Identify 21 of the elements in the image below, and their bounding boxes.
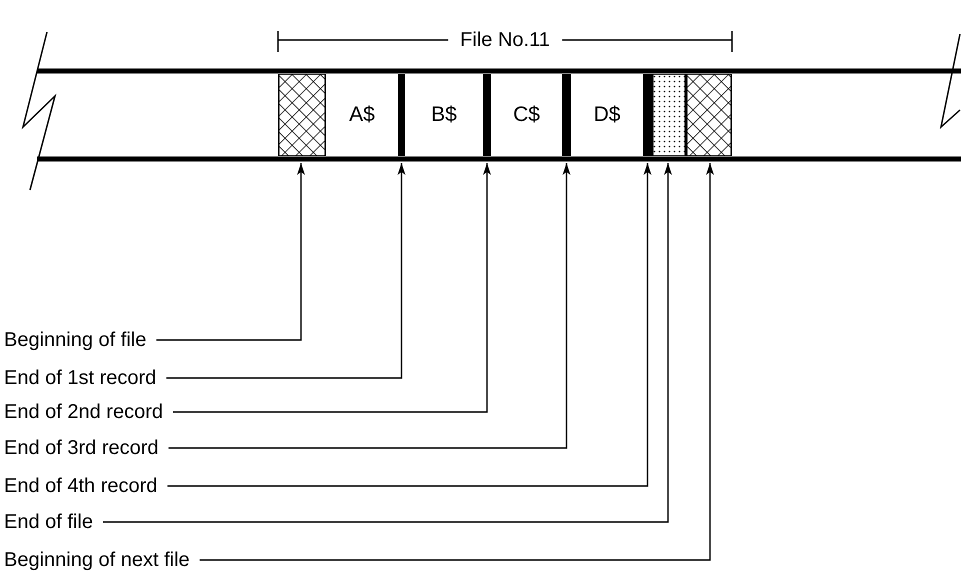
marker-label: Beginning of next file [4, 547, 190, 573]
crosshatched-block [686, 74, 732, 156]
leader-arrow [167, 163, 652, 487]
marker-label: End of 1st record [4, 365, 156, 391]
record-gap-bar [398, 74, 405, 156]
leader-arrow [168, 163, 570, 449]
record-gap-bar [562, 74, 571, 156]
dotted-block [652, 74, 686, 156]
leader-arrow [173, 163, 491, 413]
record-gap-bar [483, 74, 491, 156]
leader-arrow [166, 163, 406, 379]
leader-arrow [200, 163, 714, 561]
marker-label: End of 3rd record [4, 435, 159, 461]
record-gap-bar [643, 74, 652, 156]
marker-label: End of 4th record [4, 473, 158, 499]
leader-arrow [102, 163, 672, 523]
marker-label: End of file [4, 509, 93, 535]
marker-label: Beginning of file [4, 327, 146, 353]
leader-arrow [156, 163, 305, 341]
marker-label: End of 2nd record [4, 399, 163, 425]
crosshatched-block [278, 74, 326, 156]
